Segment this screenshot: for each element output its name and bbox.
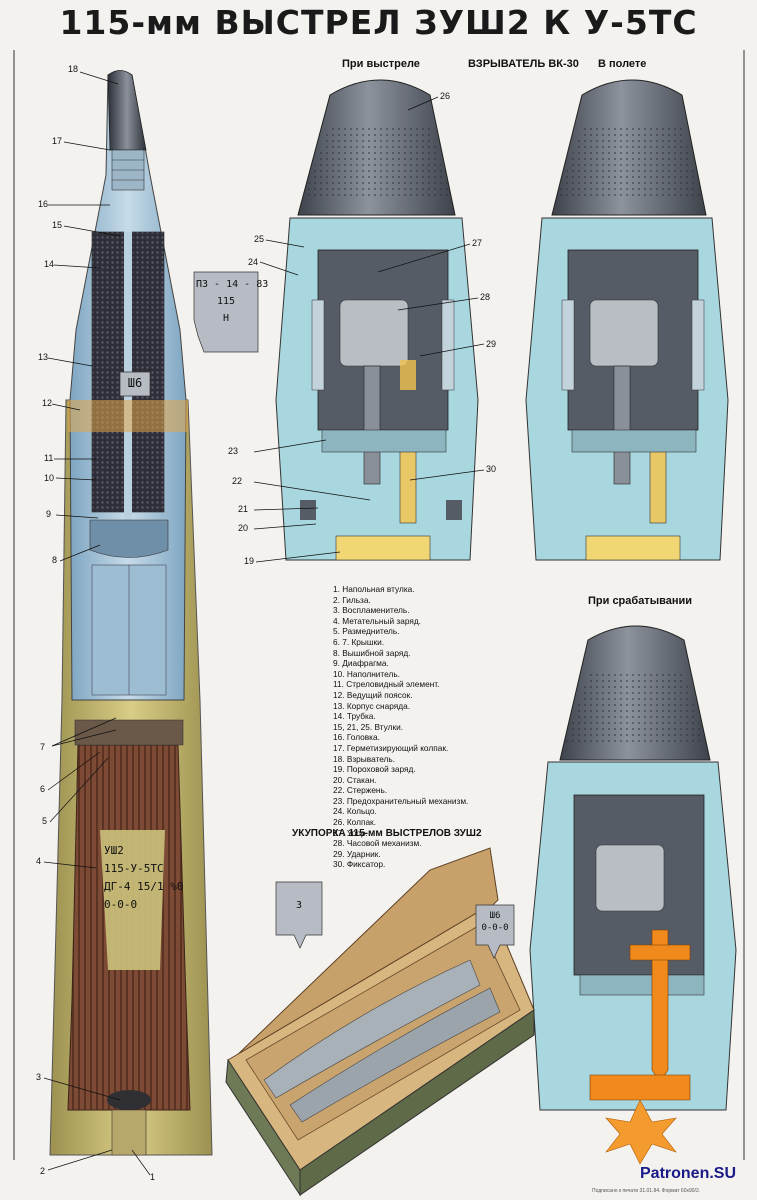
shell-tag-upper-line2: 115 (216, 296, 236, 307)
fuze-in-flight (525, 79, 729, 561)
legend-item: 20. Стакан. (333, 774, 377, 785)
legend-item: 13. Корпус снаряда. (333, 700, 411, 711)
fuze-callout: 21 (238, 504, 248, 514)
packing-bubbles (119, 271, 515, 959)
fuze-callout-numbers: 26 25 24 27 28 29 23 30 22 21 20 19 (228, 91, 496, 566)
legend-item: 17. Герметизирующий колпак. (333, 742, 449, 753)
label-in-flight: В полете (598, 58, 647, 70)
legend-item: 8. Вышибной заряд. (333, 647, 411, 658)
legend-item: 2. Гильза. (333, 594, 371, 605)
legend-item: 14. Трубка. (333, 711, 376, 722)
casing-marking: УШ2 115-У-5ТС ДГ-4 15/1 %0 0-0-0 (104, 842, 184, 914)
fuze-at-firing (275, 79, 479, 561)
shell-callout: 5 (42, 816, 47, 826)
fuze-callout: 24 (248, 257, 258, 267)
legend-item: 3. Воспламенитель. (333, 605, 410, 616)
legend-item: 11. Стреловидный элемент. (333, 679, 440, 690)
shell-callout: 4 (36, 856, 41, 866)
shell-callout: 12 (42, 398, 52, 408)
fuze-callout: 30 (486, 464, 496, 474)
shell-callout: 6 (40, 784, 45, 794)
label-fuze-name: ВЗРЫВАТЕЛЬ ВК-30 (468, 58, 579, 70)
shell-callout: 14 (44, 259, 54, 269)
imprint: Подписано к печати 31.01.84. Формат 60х9… (592, 1188, 701, 1194)
shell-tag-upper: ПЗ - 14 - 83 115 Н (196, 276, 269, 327)
shell-callout: 10 (44, 473, 54, 483)
fuze-callout: 27 (472, 238, 482, 248)
shell-leader-lines (43, 71, 151, 1176)
packing-tag-right-line1: Ш6 (489, 911, 501, 921)
label-at-firing: При выстреле (342, 58, 420, 70)
packing-box (225, 847, 535, 1197)
legend-item: 6. 7. Крышки. (333, 636, 385, 647)
packing-title: УКУПОРКА 115-мм ВЫСТРЕЛОВ ЗУШ2 (292, 828, 482, 839)
fuze-callout: 22 (232, 476, 242, 486)
shell-callout: 15 (52, 220, 62, 230)
fuze-on-trigger (529, 625, 737, 1165)
legend-item: 30. Фиксатор. (333, 859, 386, 870)
legend-item: 19. Пороховой заряд. (333, 764, 416, 775)
fuze-callout: 26 (440, 91, 450, 101)
shell-callout: 9 (46, 509, 51, 519)
fuze-callout: 25 (254, 234, 264, 244)
packing-tag-left: 3 (295, 900, 303, 911)
casing-marking-line1: УШ2 (104, 844, 124, 857)
fuze-leader-lines (253, 96, 485, 563)
fuze-callout: 29 (486, 339, 496, 349)
shell-callout: 17 (52, 136, 62, 146)
casing-marking-line3: ДГ-4 15/1 %0 (104, 880, 184, 893)
shell-cutaway (49, 70, 213, 1156)
packing-tag-right: Ш6 0-0-0 (476, 910, 514, 934)
fuze-callout: 20 (238, 523, 248, 533)
shell-tag-sh6: Ш6 (127, 376, 143, 390)
casing-marking-line2: 115-У-5ТС (104, 862, 164, 875)
legend-item: 23. Предохранительный механизм. (333, 795, 469, 806)
legend-item: 4. Метательный заряд. (333, 615, 421, 626)
watermark: Patronen.SU (640, 1165, 737, 1182)
shell-callout: 1 (150, 1172, 155, 1182)
legend-item: 1. Напольная втулка. (333, 584, 415, 594)
fuze-callout: 19 (244, 556, 254, 566)
legend-item: 15, 21, 25. Втулки. (333, 721, 404, 732)
legend-item: 22. Стержень. (333, 785, 388, 796)
legend-item: 18. Взрыватель. (333, 753, 396, 764)
legend-item: 28. Часовой механизм. (333, 838, 422, 849)
shell-callout-numbers: 18 17 16 15 14 13 12 11 10 9 8 7 6 5 4 3 2 1 (36, 64, 155, 1182)
legend-item: 5. Размеднитель. (333, 626, 400, 637)
label-on-trigger: При срабатывании (588, 595, 692, 607)
shell-callout: 16 (38, 199, 48, 209)
shell-tag-upper-line3: Н (222, 313, 230, 324)
legend-item: 29. Ударник. (333, 848, 381, 859)
shell-tag-upper-line1: ПЗ - 14 - 83 (196, 279, 269, 290)
packing-tag-right-line2: 0-0-0 (481, 923, 509, 933)
casing-marking-line4: 0-0-0 (104, 898, 138, 911)
shell-callout: 11 (44, 453, 53, 463)
shell-callout: 2 (40, 1166, 45, 1176)
shell-callout: 18 (68, 64, 78, 74)
shell-callout: 8 (52, 555, 57, 565)
legend-item: 12. Ведущий поясок. (333, 689, 413, 700)
page-title: 115-мм ВЫСТРЕЛ ЗУШ2 К У-5ТС (59, 3, 698, 42)
legend-item: 26. Колпак. (333, 817, 376, 828)
fuze-callout: 28 (480, 292, 490, 302)
legend-item: 27. Упор. (333, 827, 368, 838)
shell-callout: 3 (36, 1072, 41, 1082)
fuze-callout: 23 (228, 446, 238, 456)
legend-item: 9. Диафрагма. (333, 658, 389, 669)
shell-callout: 7 (40, 742, 45, 752)
legend-item: 24. Кольцо. (333, 806, 377, 817)
shell-callout: 13 (38, 352, 48, 362)
legend-item: 10. Наполнитель. (333, 668, 400, 679)
legend-item: 16. Головка. (333, 732, 380, 743)
legend-list: 1. Напольная втулка.2. Гильза.3. Восплам… (333, 584, 523, 870)
